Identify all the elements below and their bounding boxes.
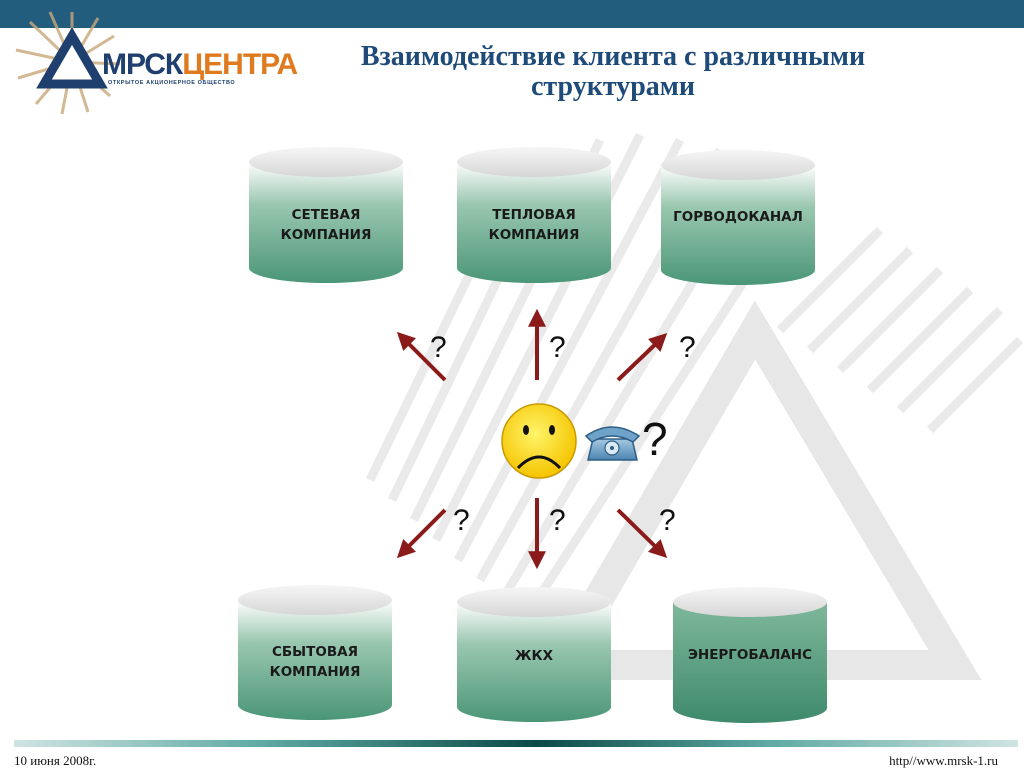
logo-emblem-icon <box>15 11 121 115</box>
structure-energobalance-label: ЭНЕРГОБАЛАНС <box>688 647 812 663</box>
structure-sales-company-label-1: СБЫТОВАЯ <box>272 644 358 660</box>
question-mark: ? <box>679 331 696 364</box>
structure-water-utility: ГОРВОДОКАНАЛ <box>661 150 815 285</box>
logo-wordmark: МРСКЦЕНТРА <box>102 48 298 81</box>
structure-housing-utilities-label: ЖКХ <box>515 648 554 664</box>
arrows <box>396 308 668 570</box>
arrow-to-energobalance <box>616 508 668 559</box>
arrow-to-water-utility <box>616 333 668 382</box>
question-mark: ? <box>659 504 676 537</box>
structure-energobalance: ЭНЕРГОБАЛАНС <box>673 587 827 723</box>
logo-subtitle: ОТКРЫТОЕ АКЦИОНЕРНОЕ ОБЩЕСТВО <box>108 80 236 86</box>
sad-face-icon <box>501 403 577 479</box>
structure-heat-company-label-2: КОМПАНИЯ <box>489 227 580 243</box>
structure-grid-company: СЕТЕВАЯ КОМПАНИЯ <box>249 147 403 283</box>
structure-sales-company-label-2: КОМПАНИЯ <box>270 664 361 680</box>
company-logo: МРСКЦЕНТРА ОТКРЫТОЕ АКЦИОНЕРНОЕ ОБЩЕСТВО <box>10 6 298 118</box>
footer-date: 10 июня 2008г. <box>14 753 97 768</box>
question-mark: ? <box>549 331 566 364</box>
structure-sales-company: СБЫТОВАЯ КОМПАНИЯ <box>238 585 392 720</box>
structure-heat-company: ТЕПЛОВАЯ КОМПАНИЯ <box>457 147 611 283</box>
structure-housing-utilities: ЖКХ <box>457 587 611 722</box>
arrow-to-grid-company <box>396 331 447 382</box>
arrow-to-sales-company <box>396 508 447 559</box>
question-mark: ? <box>430 331 447 364</box>
top-bar <box>0 0 1024 28</box>
slide-title: Взаимодействие клиента с различными стру… <box>300 42 926 102</box>
question-mark: ? <box>549 504 566 537</box>
title-line-1: Взаимодействие клиента с различными <box>360 41 866 72</box>
title-line-2: структурами <box>530 71 696 102</box>
structure-water-utility-label: ГОРВОДОКАНАЛ <box>673 209 803 225</box>
telephone-icon <box>584 426 641 461</box>
footer-divider <box>14 740 1018 747</box>
structure-grid-company-label-1: СЕТЕВАЯ <box>292 207 361 223</box>
question-mark: ? <box>453 504 470 537</box>
question-mark-phone: ? <box>642 413 668 465</box>
structure-heat-company-label-1: ТЕПЛОВАЯ <box>492 207 576 223</box>
footer-url: http//www.mrsk-1.ru <box>889 753 998 768</box>
structure-grid-company-label-2: КОМПАНИЯ <box>281 227 372 243</box>
